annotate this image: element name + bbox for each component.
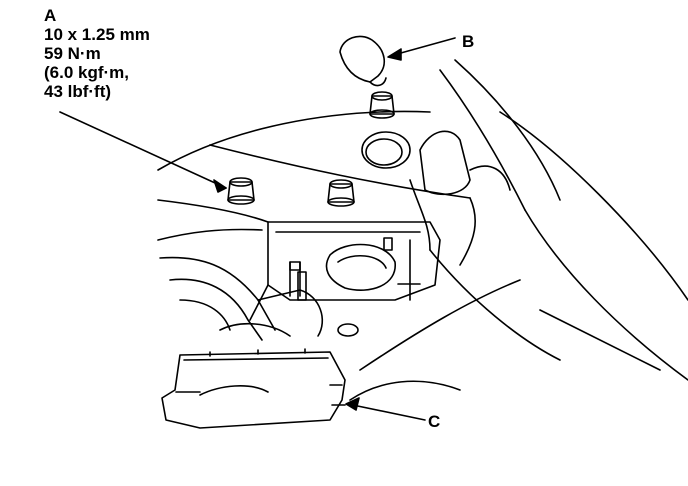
callout-c-letter: C (428, 412, 441, 431)
callout-a-torque-kgfm: (6.0 kgf·m, (44, 63, 130, 82)
frame-rails (159, 256, 359, 341)
callout-b-letter: B (462, 32, 475, 51)
callout-a-spec: A 10 x 1.25 mm 59 N·m (6.0 kgf·m, 43 lbf… (44, 6, 150, 101)
nut-center (327, 179, 355, 207)
cap-b (339, 35, 387, 87)
callout-a-letter: A (44, 6, 57, 25)
mount-bracket (267, 221, 441, 301)
callout-a-torque-nm: 59 N·m (44, 44, 101, 63)
service-hole (361, 131, 411, 169)
callout-a-torque-lbfft: 43 lbf·ft) (44, 82, 112, 101)
nut-left (227, 177, 255, 205)
nut-upper (369, 91, 395, 119)
leader-lines (59, 37, 456, 421)
cover-c (161, 348, 346, 429)
intake-duct (419, 130, 511, 196)
callout-a-thread-size: 10 x 1.25 mm (44, 25, 150, 44)
body-outline (157, 59, 688, 401)
